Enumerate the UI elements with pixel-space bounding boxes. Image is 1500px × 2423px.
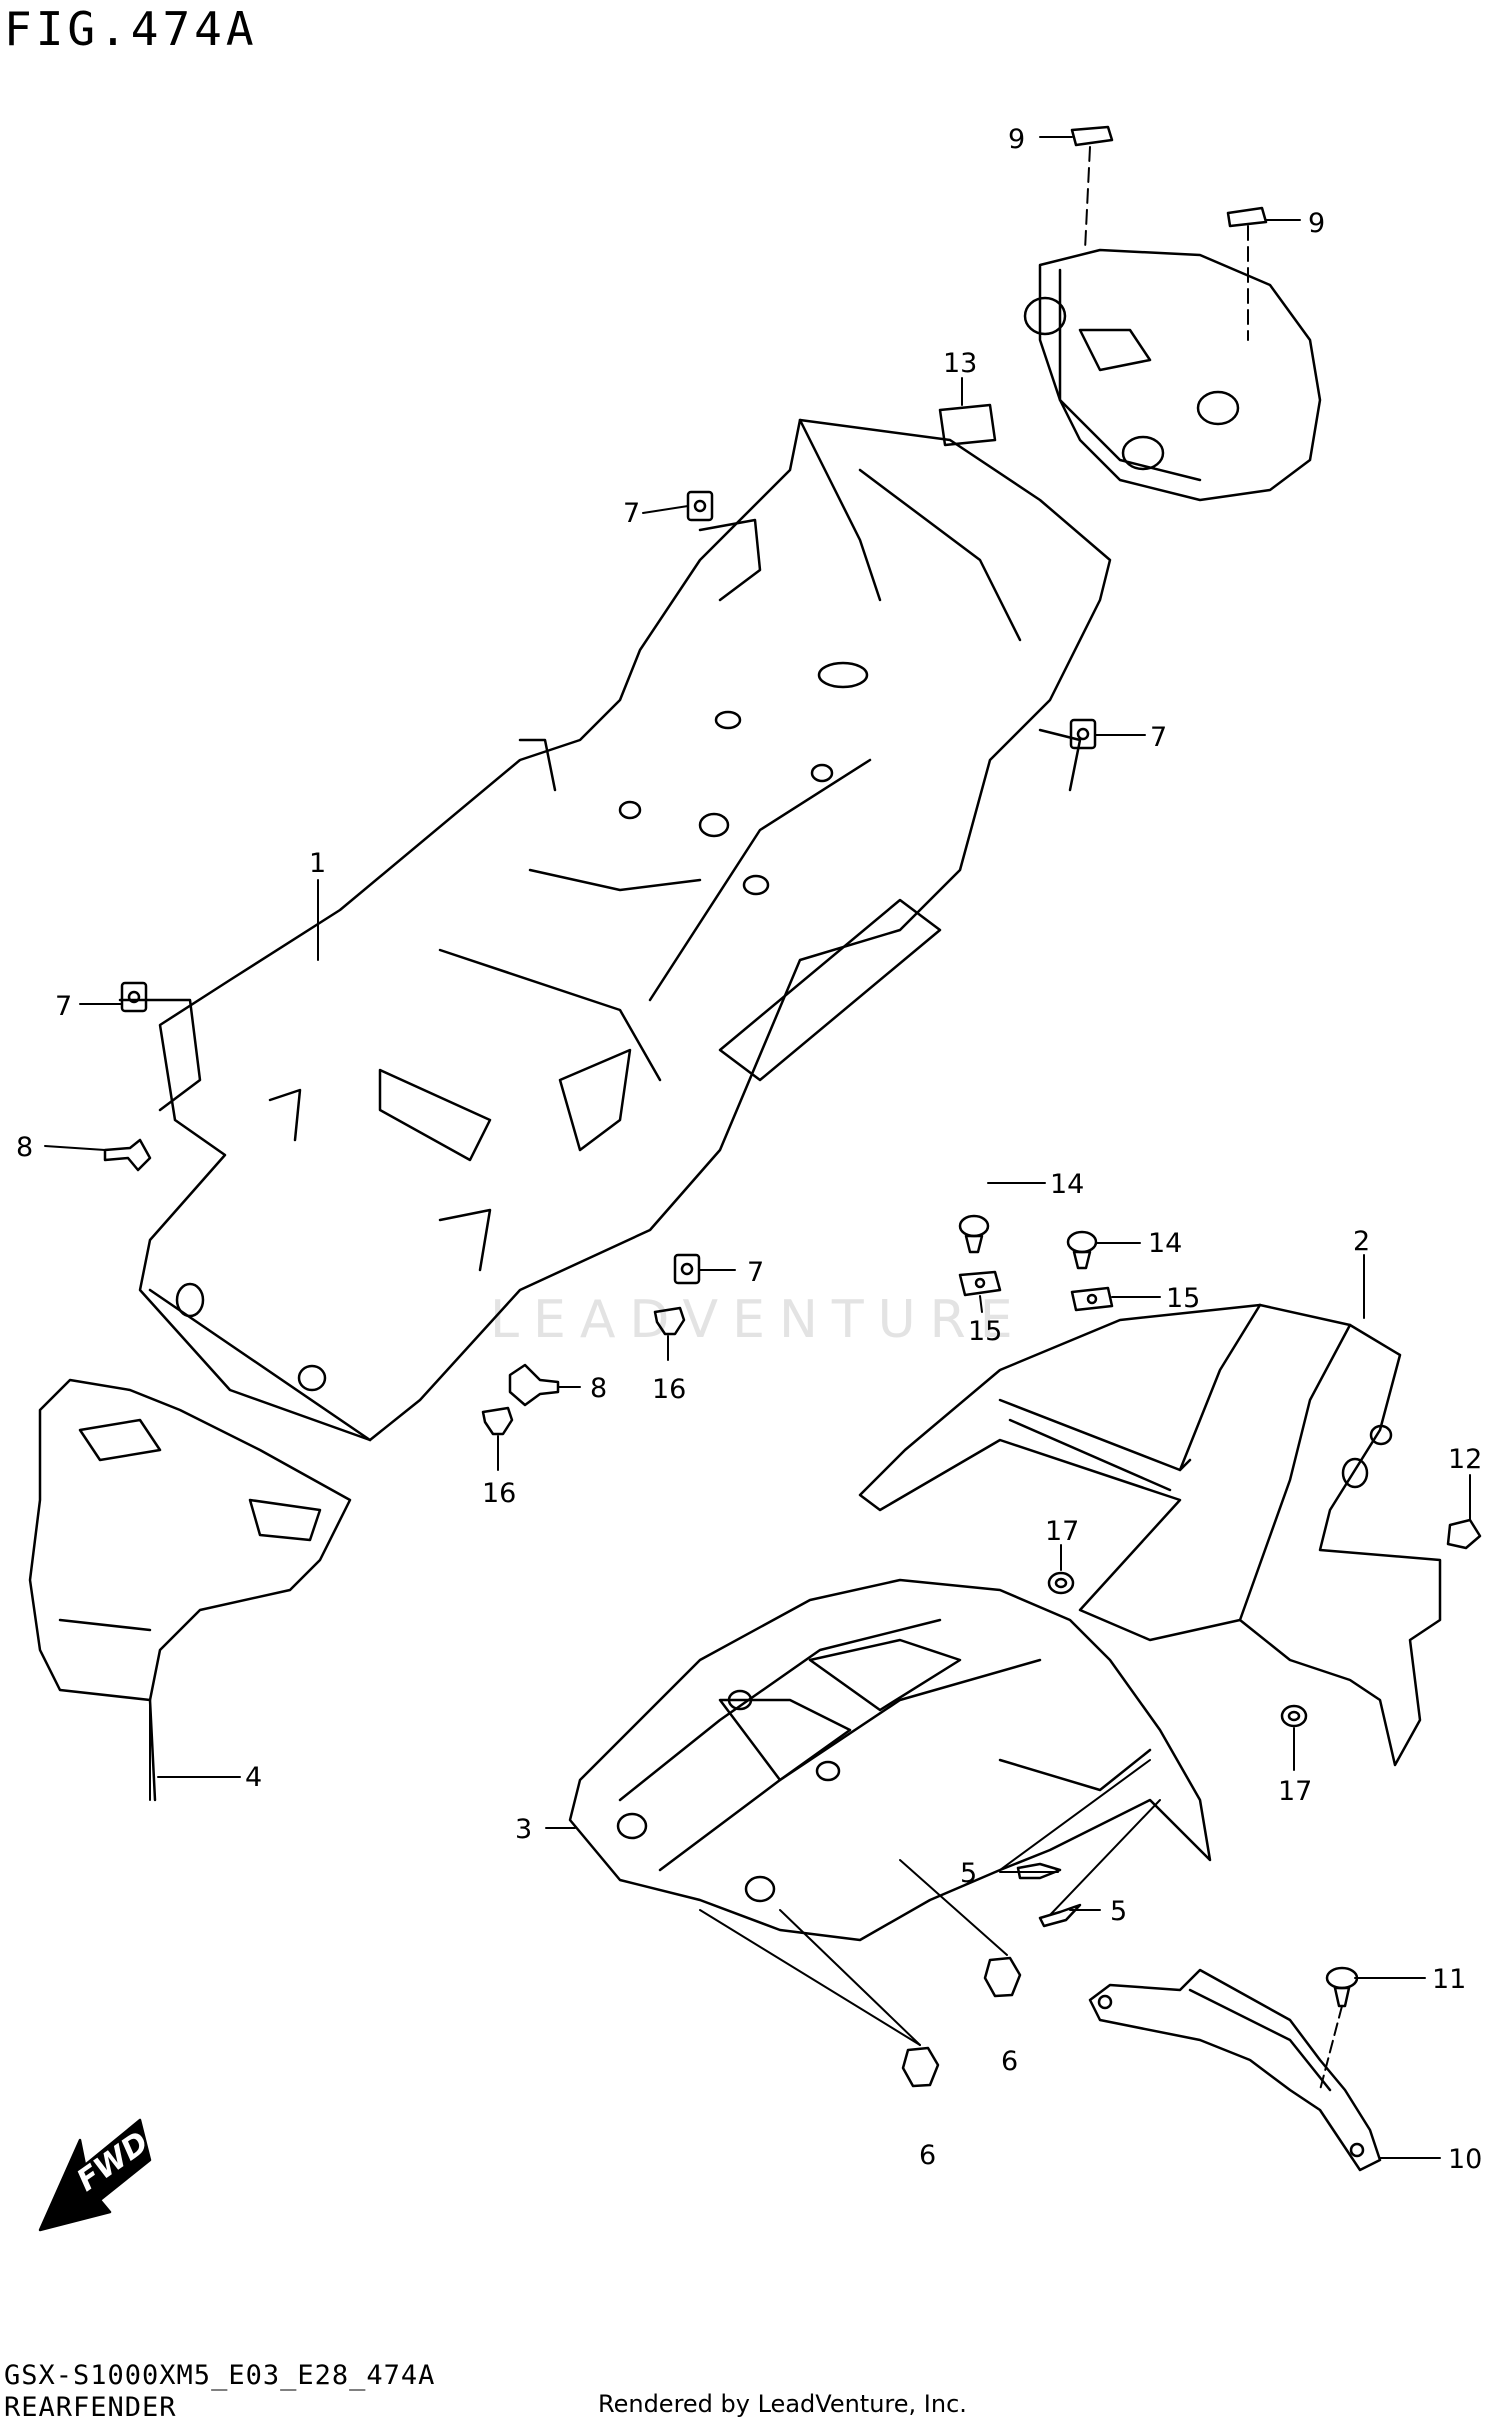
clip-nut-7a[interactable] bbox=[686, 490, 714, 522]
callout-17b: 17 bbox=[1278, 1776, 1312, 1807]
fender-bracket-part[interactable] bbox=[1088, 1968, 1382, 2172]
callout-14b: 14 bbox=[1148, 1228, 1182, 1259]
callout-10: 10 bbox=[1448, 2144, 1482, 2175]
tapping-screw-5a[interactable] bbox=[1016, 1862, 1062, 1880]
mudguard-panel-part[interactable] bbox=[28, 1378, 352, 1802]
callout-6b: 6 bbox=[919, 2140, 936, 2171]
callout-12: 12 bbox=[1448, 1444, 1482, 1475]
leader-lines bbox=[44, 136, 1471, 2159]
screw-14b[interactable] bbox=[1066, 1230, 1098, 1270]
rubber-cushion-9b[interactable] bbox=[1226, 206, 1268, 228]
callout-9a: 9 bbox=[1008, 124, 1025, 155]
callout-15b: 15 bbox=[1166, 1283, 1200, 1314]
callout-16b: 16 bbox=[482, 1478, 516, 1509]
figure-title: FIG.474A bbox=[4, 2, 258, 56]
screw-11[interactable] bbox=[1325, 1966, 1359, 2008]
fwd-arrow-icon: FWD bbox=[38, 2118, 155, 2232]
callout-8b: 8 bbox=[590, 1373, 607, 1404]
render-credit: Rendered by LeadVenture, Inc. bbox=[598, 2390, 967, 2418]
clip-nut-7d[interactable] bbox=[673, 1253, 701, 1285]
tail-light-assembly-part[interactable] bbox=[1023, 248, 1322, 502]
callout-7d: 7 bbox=[747, 1257, 764, 1288]
tapping-screw-5b[interactable] bbox=[1038, 1903, 1082, 1928]
callout-11: 11 bbox=[1432, 1964, 1466, 1995]
bolt-6b[interactable] bbox=[901, 2046, 940, 2088]
callout-1: 1 bbox=[309, 848, 326, 879]
bolt-8b[interactable] bbox=[508, 1363, 560, 1407]
rubber-cushion-9a[interactable] bbox=[1070, 125, 1114, 147]
washer-17b[interactable] bbox=[1280, 1704, 1308, 1728]
bolt-6a[interactable] bbox=[983, 1956, 1022, 1998]
rivet-16b[interactable] bbox=[481, 1406, 514, 1436]
label-plate-13[interactable] bbox=[938, 403, 997, 447]
callout-16a: 16 bbox=[652, 1374, 686, 1405]
rivet-16a[interactable] bbox=[653, 1306, 686, 1336]
callout-13: 13 bbox=[943, 348, 977, 379]
callout-17a: 17 bbox=[1045, 1516, 1079, 1547]
clip-nut-7c[interactable] bbox=[120, 981, 148, 1013]
callout-5a: 5 bbox=[960, 1858, 977, 1889]
callout-7c: 7 bbox=[55, 991, 72, 1022]
bolt-8a[interactable] bbox=[103, 1138, 152, 1172]
leadventure-watermark: LEADVENTURE bbox=[490, 1290, 1027, 1350]
section-name: REARFENDER bbox=[4, 2392, 177, 2423]
clip-15a[interactable] bbox=[958, 1270, 1002, 1297]
model-code: GSX-S1000XM5_E03_E28_474A bbox=[4, 2360, 436, 2391]
screw-14a[interactable] bbox=[958, 1214, 990, 1254]
clip-nut-7b[interactable] bbox=[1069, 718, 1097, 750]
callout-7b: 7 bbox=[1150, 722, 1167, 753]
bolt-12[interactable] bbox=[1446, 1518, 1482, 1550]
callout-15a: 15 bbox=[968, 1316, 1002, 1347]
clip-15b[interactable] bbox=[1070, 1286, 1114, 1312]
callout-8a: 8 bbox=[16, 1132, 33, 1163]
callout-5b: 5 bbox=[1110, 1896, 1127, 1927]
callout-4: 4 bbox=[245, 1762, 262, 1793]
callouts: 1 2 3 4 5 5 6 6 7 7 7 7 8 8 9 9 10 11 12… bbox=[16, 124, 1482, 2175]
washer-17a[interactable] bbox=[1047, 1571, 1075, 1595]
callout-7a: 7 bbox=[623, 498, 640, 529]
callout-9b: 9 bbox=[1308, 208, 1325, 239]
callout-14a: 14 bbox=[1050, 1169, 1084, 1200]
callout-3: 3 bbox=[515, 1814, 532, 1845]
callout-6a: 6 bbox=[1001, 2046, 1018, 2077]
rear-fender-flap-part[interactable] bbox=[858, 1303, 1442, 1767]
inner-fender-part[interactable] bbox=[568, 1578, 1212, 1942]
rear-fender-main-part[interactable] bbox=[118, 418, 1112, 1442]
callout-2: 2 bbox=[1353, 1226, 1370, 1257]
